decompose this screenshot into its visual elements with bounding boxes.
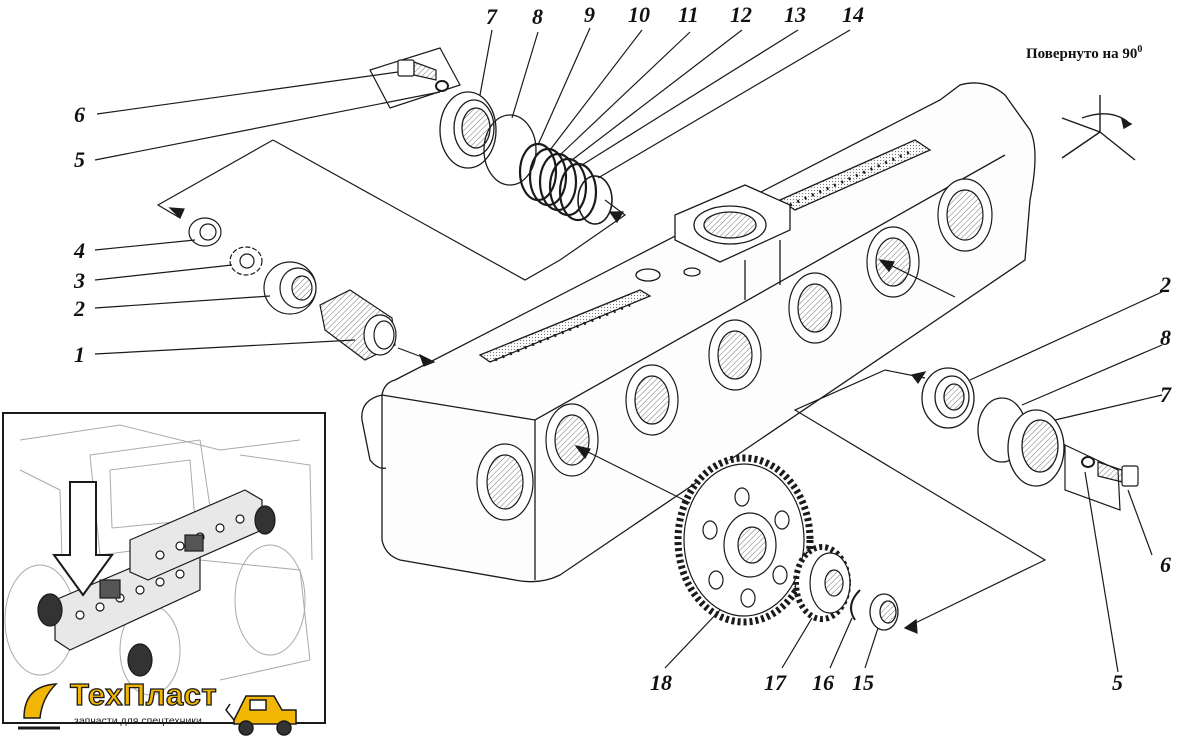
label-6-left: 6 [74, 102, 85, 127]
right-flange [1007, 409, 1065, 487]
leader-lines [94, 27, 1163, 673]
label-7-right: 7 [1160, 382, 1172, 407]
part-number-labels: 6 5 4 3 2 1 7 8 9 10 11 12 13 14 2 8 7 6… [73, 2, 1172, 695]
label-13: 13 [784, 2, 806, 27]
right-bearing [921, 367, 975, 429]
machine-inset [2, 412, 326, 724]
label-11: 11 [678, 2, 699, 27]
label-2-left: 2 [73, 296, 85, 321]
upper-gasket [483, 114, 537, 186]
logo-title: ТехПласт [69, 676, 218, 712]
label-12: 12 [730, 2, 752, 27]
label-8-right: 8 [1160, 325, 1171, 350]
label-18: 18 [650, 670, 672, 695]
housing-ports [476, 178, 993, 521]
label-5-left: 5 [74, 147, 85, 172]
label-10: 10 [628, 2, 650, 27]
upper-bolt [397, 59, 449, 92]
rotation-symbol [1061, 95, 1136, 161]
rotation-note-text: Повернуто на 90 [1026, 46, 1138, 62]
label-3: 3 [73, 268, 85, 293]
label-7-top: 7 [486, 4, 498, 29]
snap-ring [850, 589, 861, 621]
right-bracket [793, 369, 1121, 634]
gearbox-housing [361, 82, 1036, 583]
logo-graphic [18, 683, 297, 736]
shaft-assembly [188, 217, 436, 367]
gear-pointer [574, 259, 956, 504]
label-14: 14 [842, 2, 864, 27]
label-6-right: 6 [1160, 552, 1171, 577]
rotation-degree: 0 [1137, 44, 1143, 55]
label-15: 15 [852, 670, 874, 695]
bushing [869, 593, 899, 631]
right-bolt [1081, 456, 1139, 487]
label-8-top: 8 [532, 4, 543, 29]
seal-ring [577, 175, 613, 225]
logo-subtitle: запчасти для спецтехники [74, 715, 202, 727]
label-1: 1 [74, 342, 85, 367]
rotation-note: Повернуто на 900 [1026, 44, 1142, 63]
label-9: 9 [584, 2, 595, 27]
upper-flange [439, 91, 497, 169]
label-17: 17 [764, 670, 787, 695]
brand-logo: ТехПласт запчасти для спецтехники [14, 676, 314, 736]
large-gear [674, 454, 814, 626]
label-2-right: 2 [1159, 272, 1171, 297]
label-16: 16 [812, 670, 834, 695]
label-4: 4 [73, 238, 85, 263]
small-gear [793, 544, 851, 622]
label-5-right: 5 [1112, 670, 1123, 695]
